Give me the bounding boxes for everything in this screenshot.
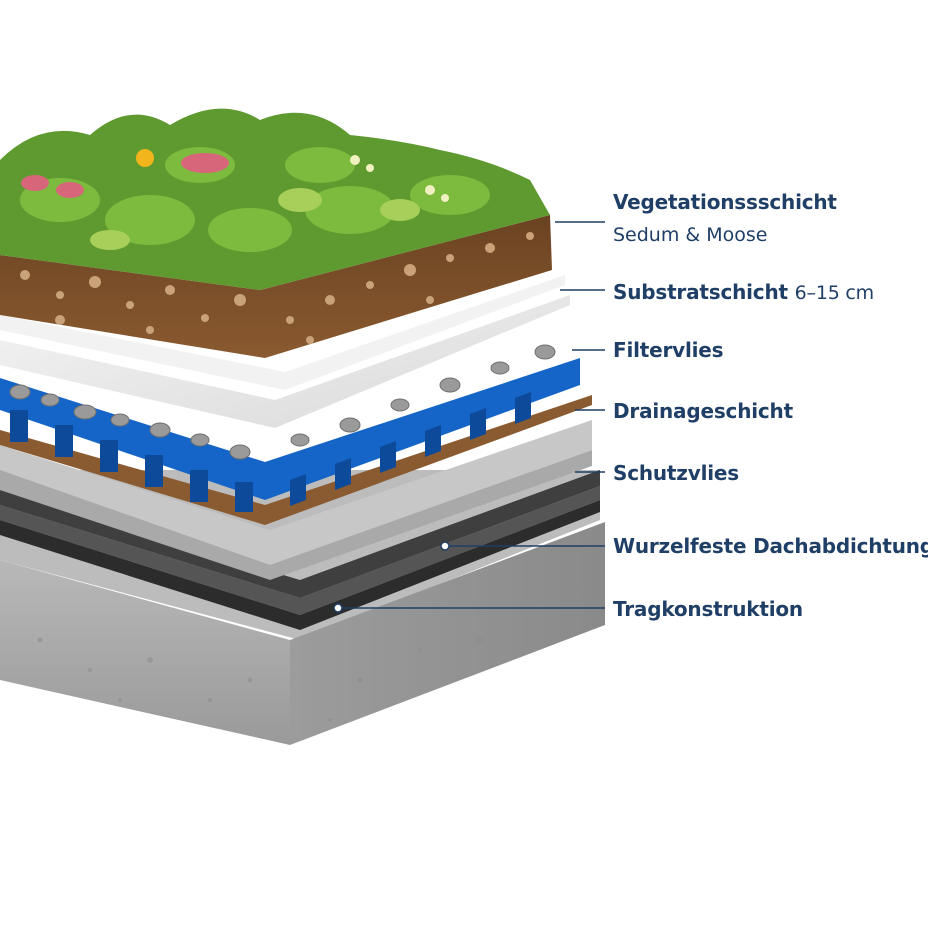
drainage-gravel — [9, 344, 556, 460]
leader-dot-structure — [333, 603, 343, 613]
leader-dots — [333, 541, 450, 613]
label-vegetation: Vegetationssschicht — [613, 190, 837, 214]
filter-layer — [0, 275, 570, 428]
protection-edge — [0, 450, 592, 580]
drainage-cups — [10, 392, 531, 512]
membrane-upper — [0, 470, 600, 598]
vegetation-layer — [0, 108, 550, 290]
membrane-layer — [0, 470, 600, 630]
protection-layer — [0, 420, 592, 580]
substrate-body — [0, 215, 552, 358]
drainage-layer — [0, 344, 592, 525]
sedum-patches — [90, 188, 420, 250]
protection-body — [0, 420, 592, 565]
membrane-lower — [0, 500, 600, 630]
drainage-board — [0, 358, 580, 500]
substrate-layer — [0, 215, 552, 358]
label-drainage: Drainageschicht — [613, 399, 793, 423]
substrate-stones — [20, 232, 534, 344]
structure-side — [290, 522, 605, 745]
substrate-thickness: 6–15 cm — [794, 282, 875, 304]
white-flowers — [350, 155, 449, 202]
leader-dot-membrane — [440, 541, 450, 551]
label-substrate: Substratschicht 6–15 cm — [613, 280, 875, 304]
label-filter: Filtervlies — [613, 338, 724, 362]
label-membrane: Wurzelfeste Dachabdichtung — [613, 534, 928, 558]
structure-front — [0, 560, 290, 745]
yellow-flower — [136, 149, 154, 167]
label-protection: Schutzvlies — [613, 461, 739, 485]
label-structure: Tragkonstruktion — [613, 597, 803, 621]
sublabel-vegetation: Sedum & Moose — [613, 224, 768, 246]
flower-clusters — [21, 153, 229, 198]
leader-lines — [338, 221, 605, 609]
filter-lower — [0, 295, 570, 428]
membrane-mid — [0, 486, 600, 615]
structure-texture — [37, 587, 583, 722]
